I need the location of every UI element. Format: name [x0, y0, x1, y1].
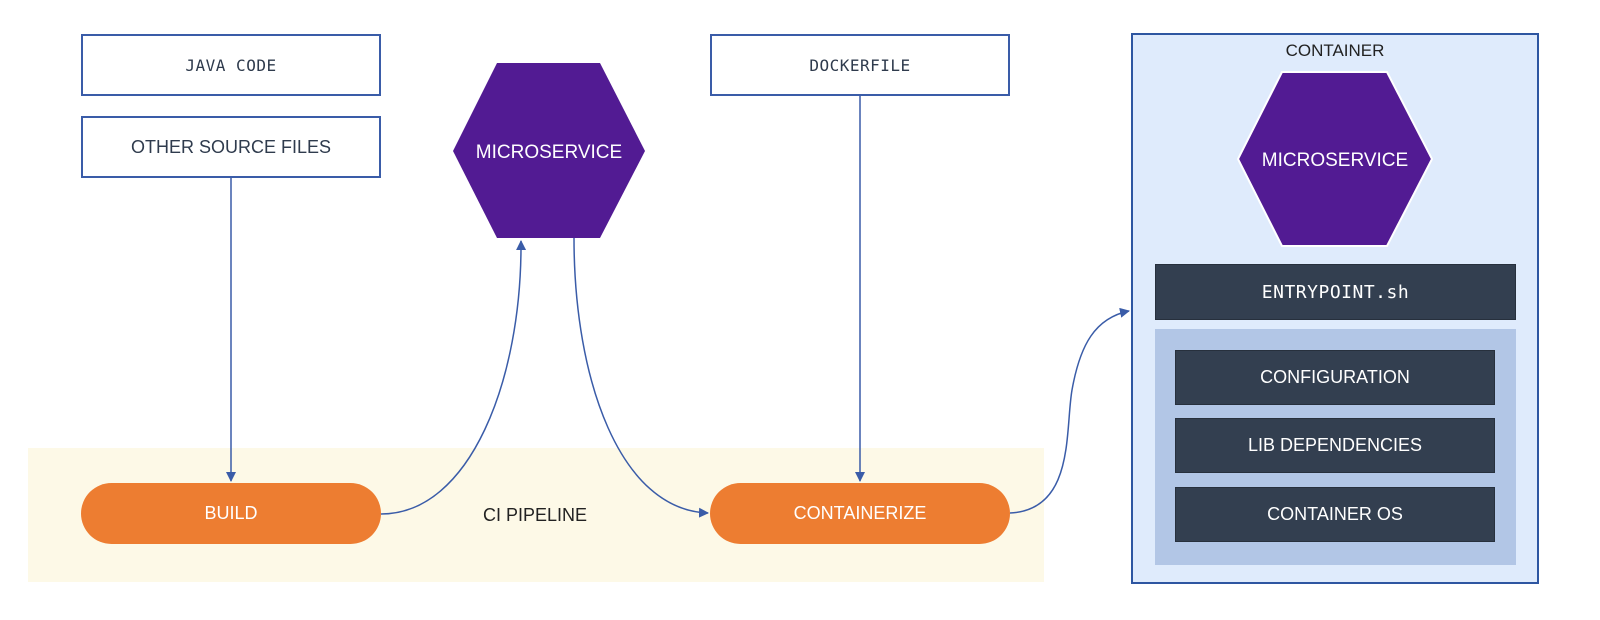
container-title: CONTAINER [1285, 41, 1385, 60]
containerize-stage: CONTAINERIZE [710, 483, 1010, 544]
java-code-box: JAVA CODE [81, 34, 381, 96]
microservice-to-containerize-arrow [573, 237, 709, 518]
lib-dependencies-layer: LIB DEPENDENCIES [1175, 418, 1495, 473]
microservice-container-label: MICROSERVICE [1262, 150, 1408, 171]
microservice-artifact-hexagon [453, 63, 645, 238]
other-source-files-box: OTHER SOURCE FILES [81, 116, 381, 178]
build-stage: BUILD [81, 483, 381, 544]
build-to-microservice-arrow [380, 240, 527, 515]
ci-pipeline-label: CI PIPELINE [482, 504, 588, 525]
containerize-to-container-arrow [1009, 307, 1130, 514]
dockerfile-box: DOCKERFILE [710, 34, 1010, 96]
microservice-artifact-label: MICROSERVICE [476, 142, 622, 163]
microservice-container-hexagon [1236, 71, 1434, 247]
configuration-layer: CONFIGURATION [1175, 350, 1495, 405]
entrypoint-box: ENTRYPOINT.sh [1155, 264, 1516, 320]
container-os-layer: CONTAINER OS [1175, 487, 1495, 542]
